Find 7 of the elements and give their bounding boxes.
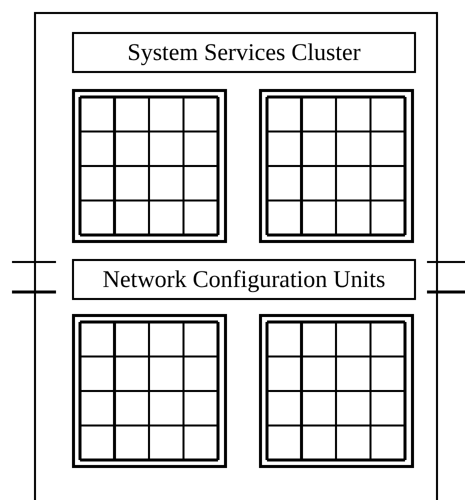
grid-box [259, 89, 414, 243]
label-box: Network Configuration Units [72, 259, 416, 300]
outer-frame [34, 12, 438, 500]
label-box: System Services Cluster [72, 32, 416, 73]
grid-box [72, 314, 227, 468]
grid-box [72, 89, 227, 243]
grid-box [259, 314, 414, 468]
